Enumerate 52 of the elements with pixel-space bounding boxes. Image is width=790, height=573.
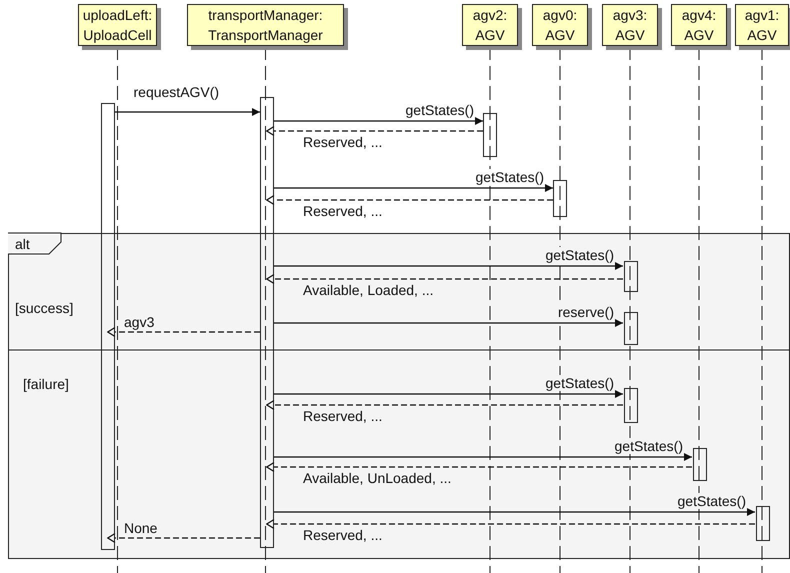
edge-label: getStates()	[676, 493, 747, 509]
object-name: agv4: AGV	[680, 6, 718, 45]
activation-bar	[553, 180, 567, 217]
edge-label: getStates()	[474, 169, 545, 185]
edge-label: Reserved, ...	[302, 134, 384, 150]
message-arrow	[274, 319, 623, 327]
edge-label: requestAGV()	[132, 84, 220, 100]
activation-bar	[483, 113, 497, 157]
return-arrow	[107, 326, 260, 338]
activation-bar	[756, 506, 770, 541]
edge-label: getStates()	[544, 247, 615, 263]
edge-label: Reserved, ...	[302, 408, 384, 424]
edge-label: getStates()	[614, 438, 684, 454]
edge-label: getStates()	[544, 375, 615, 391]
return-arrow	[266, 400, 623, 410]
object-name: transportManager: TransportManager	[207, 6, 324, 45]
message-arrow	[115, 108, 260, 116]
edge-label: Reserved, ...	[302, 527, 384, 543]
object-name: agv0: AGV	[542, 6, 578, 45]
message-arrow	[274, 508, 755, 516]
object-name: agv1: AGV	[744, 6, 780, 45]
return-arrow	[266, 194, 553, 206]
activation-bar	[624, 388, 638, 423]
object-name: agv3: AGV	[612, 6, 648, 45]
message-arrow	[274, 262, 623, 270]
activation-bar	[693, 448, 707, 481]
edge-label: Available, UnLoaded, ...	[302, 470, 452, 486]
message-arrow	[274, 390, 623, 398]
return-arrow	[266, 126, 483, 136]
edge-label: Available, Loaded, ...	[302, 282, 435, 298]
activation-bar	[624, 261, 638, 292]
return-arrow	[266, 462, 692, 472]
message-arrow	[274, 184, 553, 192]
activation-bar	[260, 97, 274, 548]
return-arrow	[266, 518, 755, 530]
return-arrow	[107, 532, 260, 544]
object-name: agv2: AGV	[472, 6, 508, 45]
activation-bar	[624, 312, 638, 345]
message-arrow	[274, 453, 692, 461]
guard-condition: [failure]	[23, 376, 69, 392]
edge-label: getStates()	[404, 102, 475, 118]
guard-condition: [success]	[15, 300, 74, 316]
edge-label: reserve()	[556, 304, 615, 320]
return-arrow	[266, 274, 623, 284]
fragment-operator: alt	[15, 236, 30, 252]
edge-label: agv3	[123, 314, 156, 330]
activation-bar	[101, 103, 115, 550]
edge-label: Reserved, ...	[302, 203, 384, 219]
alt-fragment	[8, 233, 790, 559]
edge-label: None	[123, 520, 158, 536]
message-arrow	[274, 117, 483, 125]
object-name: uploadLeft: UploadCell	[82, 6, 154, 45]
